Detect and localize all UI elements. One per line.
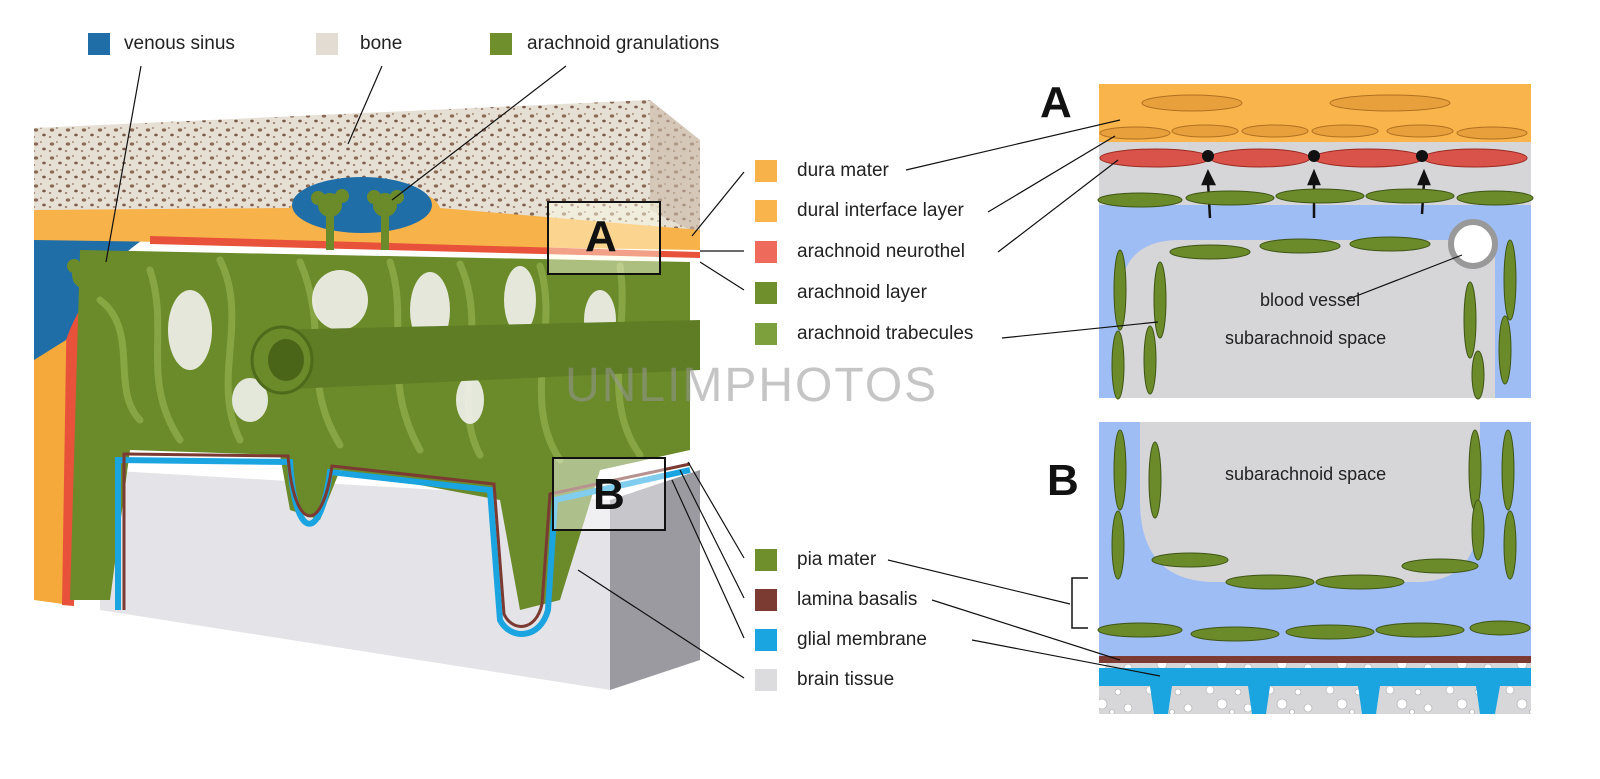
inset-a-blood-vessel — [1448, 219, 1498, 269]
label-venous-sinus: venous sinus — [124, 33, 235, 54]
label-arachnoid-neurothel: arachnoid neurothel — [797, 241, 965, 262]
swatch-arachnoid-layer — [755, 282, 777, 304]
blood-vessel-tube — [270, 320, 700, 390]
label-arachnoid-trabecules: arachnoid trabecules — [797, 323, 974, 344]
label-dural-interface-layer: dural interface layer — [797, 200, 964, 221]
inset-a-letter: A — [1040, 78, 1072, 127]
swatch-arachnoid-neurothel — [755, 241, 777, 263]
inset-a-neurothel-cells — [1099, 148, 1528, 168]
watermark: UNLIMPHOTOS — [565, 359, 939, 412]
swatch-dural-interface-layer — [755, 200, 777, 222]
box-b-frame — [552, 457, 666, 531]
label-arachnoid-layer: arachnoid layer — [797, 282, 927, 303]
inset-b-arachnoid-cells — [1097, 429, 1531, 642]
bone-side-shade — [650, 100, 700, 235]
box-a-letter: A — [585, 212, 617, 261]
swatch-bone — [316, 33, 338, 55]
swatch-dura-mater — [755, 160, 777, 182]
inset-a-arachnoid-cells — [1097, 188, 1534, 400]
swatch-brain-tissue — [755, 669, 777, 691]
inset-b-letter: B — [1047, 456, 1079, 505]
label-lamina-basalis: lamina basalis — [797, 589, 918, 610]
inset-a-dura-cells — [1099, 94, 1528, 140]
label-pia-mater: pia mater — [797, 549, 877, 570]
lamina-basalis-line — [122, 452, 691, 628]
inset-b-bracket — [1071, 577, 1088, 629]
label-dura-mater: dura mater — [797, 160, 889, 181]
label-bone: bone — [360, 33, 403, 54]
swatch-arachnoid-trabecules — [755, 323, 777, 345]
swatch-lamina-basalis — [755, 589, 777, 611]
inset-b-glial-feet — [1099, 668, 1531, 714]
box-a-frame — [547, 201, 661, 275]
arachnoid-granulations — [67, 189, 404, 289]
subarachnoid-voids — [168, 266, 616, 424]
inset-b-lamina-basalis — [1099, 656, 1531, 663]
inset-a-junctions — [1202, 150, 1428, 162]
swatch-glial-membrane — [755, 629, 777, 651]
inset-a-subarachnoid-label: subarachnoid space — [1225, 328, 1387, 348]
inset-b-subarachnoid-label: subarachnoid space — [1225, 464, 1387, 484]
leader-lines — [105, 65, 1463, 679]
bone-top — [34, 100, 700, 230]
venous-sinus-left — [34, 235, 150, 360]
label-brain-tissue: brain tissue — [797, 669, 895, 690]
swatch-pia-mater — [755, 549, 777, 571]
label-arachnoid-granulations: arachnoid granulations — [527, 33, 720, 54]
label-glial-membrane: glial membrane — [797, 629, 927, 650]
brain-tissue-front — [100, 470, 610, 690]
swatch-venous-sinus — [88, 33, 110, 55]
neurothel-band — [150, 236, 700, 258]
swatch-arachnoid-granulations — [490, 33, 512, 55]
inset-a-blood-vessel-label: blood vessel — [1260, 290, 1361, 310]
box-b-letter: B — [593, 470, 625, 519]
